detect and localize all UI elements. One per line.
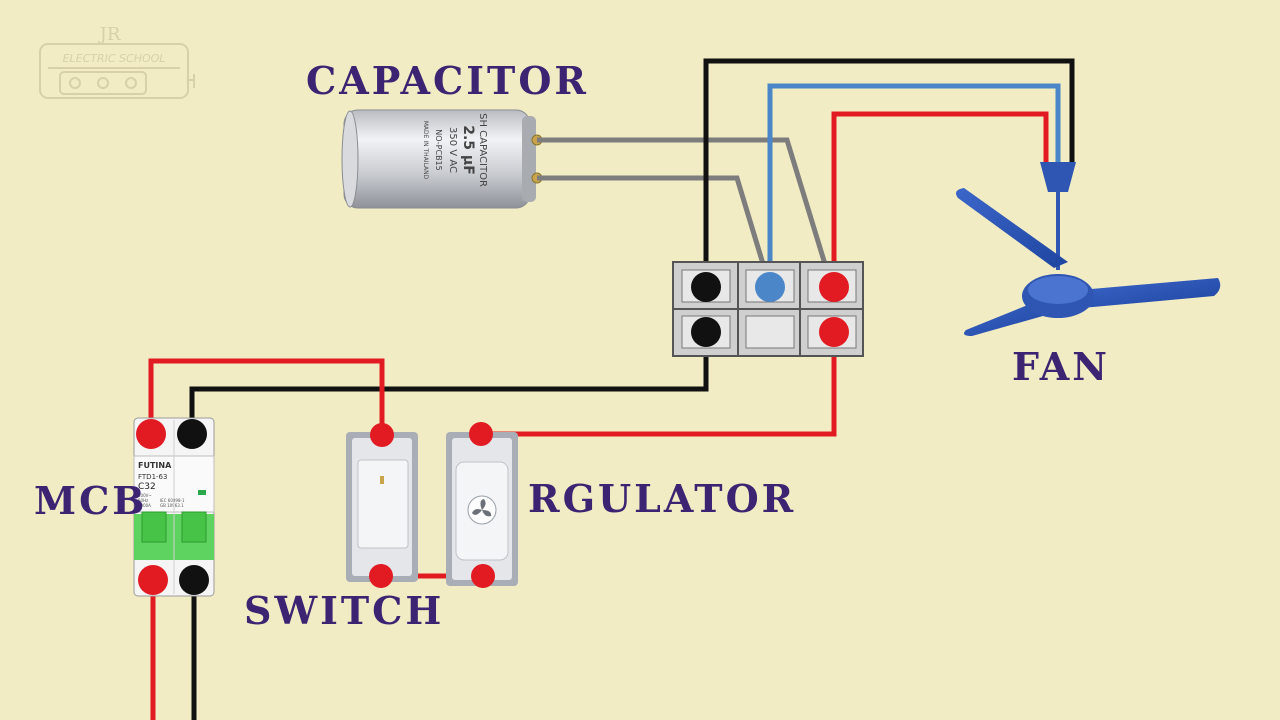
capacitor-voltage-text: 350 V AC [447, 127, 458, 173]
fan-regulator [446, 422, 518, 588]
fan-label: FAN [1012, 344, 1110, 389]
terminal-top-red [819, 272, 849, 302]
regulator-terminal-wire [481, 332, 837, 437]
mcb-spec-4: IEC 60898-1 [160, 498, 185, 503]
capacitor-value-text: 2.5 µF [460, 125, 476, 175]
terminal-top-black [691, 272, 721, 302]
mcb-spec-3: 6000A [138, 503, 151, 508]
fan-symbol-icon [472, 499, 492, 517]
terminal-top-blue [755, 272, 785, 302]
regulator-label: RGULATOR [528, 476, 797, 521]
terminal-bottom-black [691, 317, 721, 347]
live-mcb-switch-wire [148, 358, 385, 434]
fan-black-wire [703, 58, 1075, 287]
capacitor-brand-text: SH CAPACITOR [477, 113, 488, 187]
mcb-in-live [136, 419, 166, 449]
mcb-out-live [138, 565, 168, 595]
mcb-brand-text: FUTINA [138, 461, 172, 470]
mcb-breaker: FUTINA FTD1-63 C32 400V~ 50Hz 6000A IEC … [133, 417, 215, 597]
capacitor-origin-text: MADE IN THAILAND [422, 121, 429, 180]
watermark-logo: JR ELECTRIC SCHOOL [39, 24, 195, 99]
regulator-bottom-terminal [471, 564, 495, 588]
mcb-label: MCB [34, 478, 148, 523]
fan-blue-wire [767, 83, 1061, 287]
mcb-model-text: FTD1-63 [138, 473, 167, 481]
switch-top-terminal [370, 423, 394, 447]
mcb-spec-1: 400V~ [138, 493, 152, 498]
wires [148, 58, 1075, 720]
watermark-monogram: JR [98, 24, 121, 45]
switch-label: SWITCH [244, 588, 445, 633]
mcb-spec-2: 50Hz [138, 498, 148, 503]
neutral-wire [189, 332, 709, 434]
capacitor-code-text: NO-PCB15 [434, 129, 443, 170]
mcb-out-neutral [179, 565, 209, 595]
regulator-top-terminal [469, 422, 493, 446]
terminal-bottom-red [819, 317, 849, 347]
fan-red-wire [831, 111, 1049, 287]
wall-switch [346, 423, 418, 588]
ceiling-fan [956, 162, 1221, 336]
terminal-block [672, 261, 864, 357]
capacitor: SH CAPACITOR 2.5 µF 350 V AC NO-PCB15 MA… [341, 109, 543, 209]
capacitor-label: CAPACITOR [306, 58, 589, 103]
mcb-spec-5: GB 10963.1 [160, 503, 184, 508]
mcb-in-neutral [177, 419, 207, 449]
capacitor-wire-1 [537, 137, 835, 288]
switch-bottom-terminal [369, 564, 393, 588]
capacitor-wire-2 [537, 175, 773, 288]
watermark-name: ELECTRIC SCHOOL [63, 52, 166, 65]
mcb-rating-text: C32 [138, 482, 156, 492]
